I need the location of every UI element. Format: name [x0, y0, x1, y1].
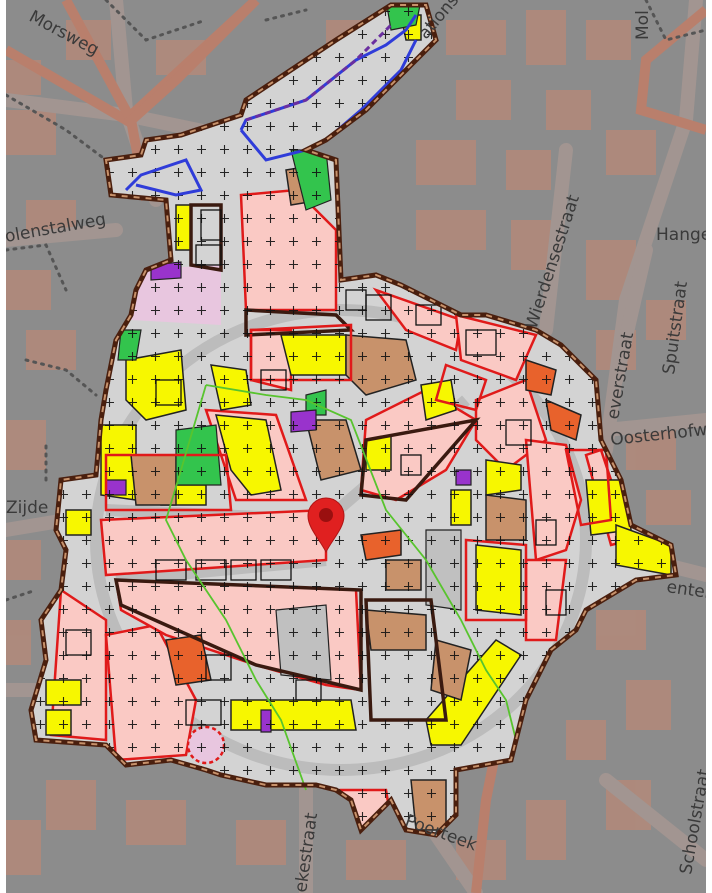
street-label: Hange — [656, 225, 706, 245]
street-label: Zijde — [6, 498, 48, 518]
basemap-paths — [6, 0, 706, 602]
street-label: Mol — [633, 10, 653, 40]
green-route-line — [165, 384, 517, 791]
basemap-buildings — [6, 10, 691, 880]
map-viewport[interactable]: Morsweg Mol Hange Wierdensestraat everst… — [6, 0, 706, 893]
blue-dashed-line — [245, 23, 393, 122]
map-canvas[interactable]: Morsweg Mol Hange Wierdensestraat everst… — [6, 0, 706, 893]
plan-boundary-dash — [29, 4, 678, 837]
map-pin-icon[interactable] — [307, 497, 345, 554]
